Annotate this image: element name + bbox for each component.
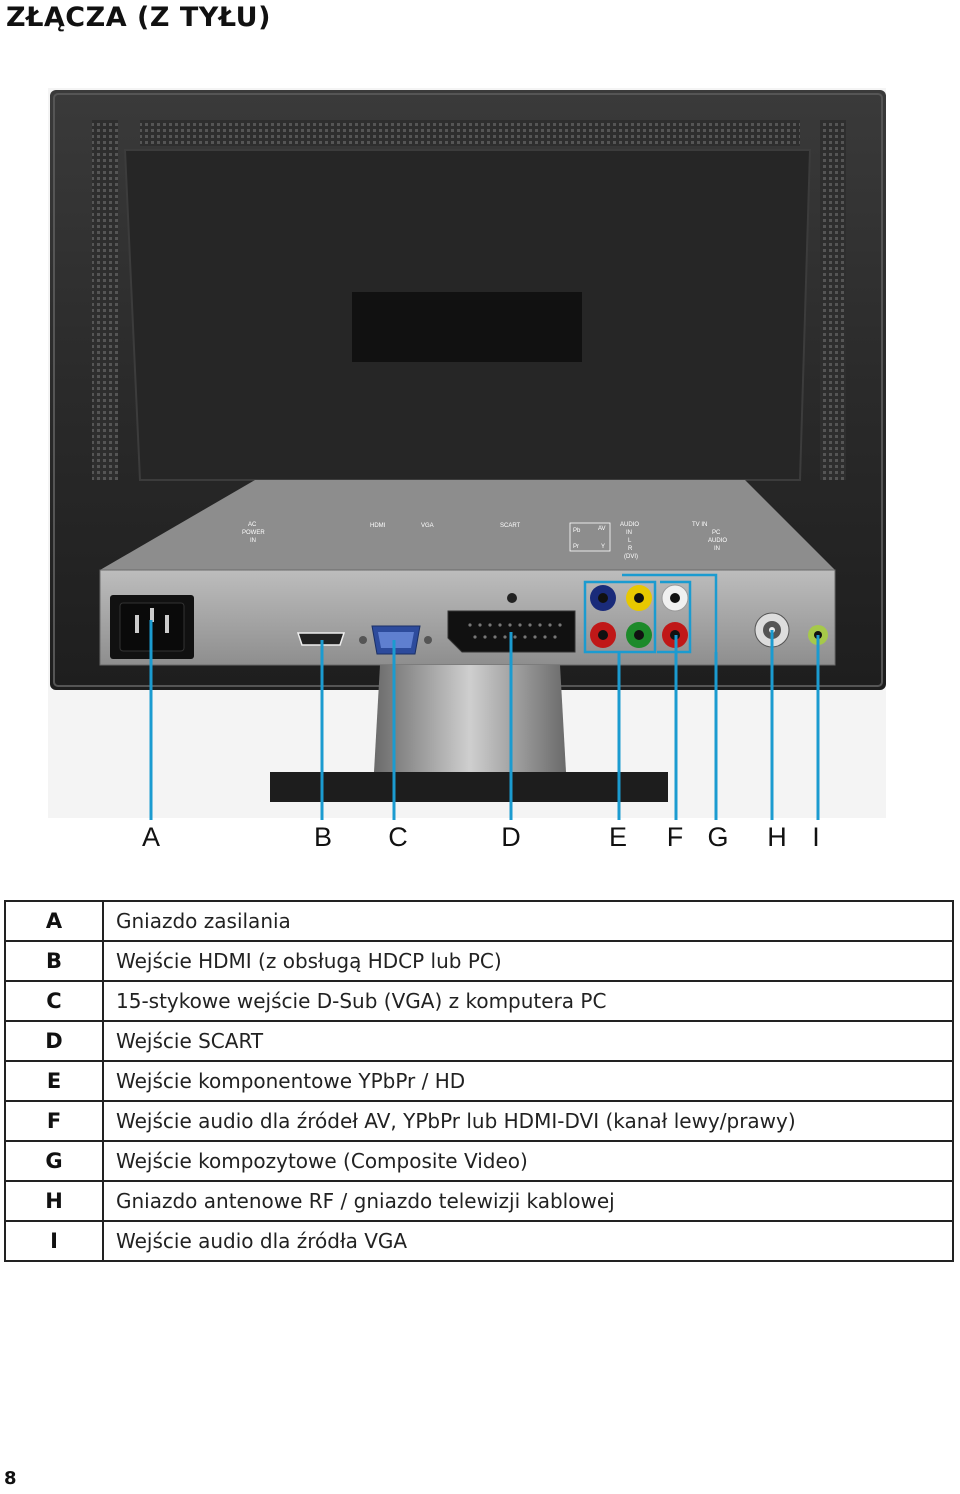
rca-jack-video: [626, 585, 652, 611]
legend-key: C: [5, 981, 103, 1021]
legend-row: E Wejście komponentowe YPbPr / HD: [5, 1061, 953, 1101]
legend-description: Wejście audio dla źródeł AV, YPbPr lub H…: [103, 1101, 953, 1141]
legend-key: F: [5, 1101, 103, 1141]
vent-grille-left: [92, 120, 118, 480]
svg-text:IN: IN: [250, 538, 256, 544]
pc-audio-label-2: AUDIO: [708, 538, 727, 544]
legend-description: Wejście audio dla źródła VGA: [103, 1221, 953, 1261]
callout-letter-d: D: [501, 822, 521, 853]
rca-jack-y: [626, 622, 652, 648]
audio-in-label-1: AUDIO: [620, 522, 639, 528]
legend-row: D Wejście SCART: [5, 1021, 953, 1061]
callout-letter-b: B: [314, 822, 332, 853]
callout-letter-h: H: [767, 822, 787, 853]
legend-row: G Wejście kompozytowe (Composite Video): [5, 1141, 953, 1181]
legend-key: B: [5, 941, 103, 981]
legend-row: B Wejście HDMI (z obsługą HDCP lub PC): [5, 941, 953, 981]
legend-description: Wejście SCART: [103, 1021, 953, 1061]
legend-row: F Wejście audio dla źródeł AV, YPbPr lub…: [5, 1101, 953, 1141]
rca-jack-audio-l: [662, 585, 688, 611]
audio-in-label-2: IN: [626, 530, 632, 536]
legend-key: E: [5, 1061, 103, 1101]
legend-row: H Gniazdo antenowe RF / gniazdo telewizj…: [5, 1181, 953, 1221]
legend-description: Wejście kompozytowe (Composite Video): [103, 1141, 953, 1181]
legend-key: H: [5, 1181, 103, 1221]
legend-description: Wejście HDMI (z obsługą HDCP lub PC): [103, 941, 953, 981]
tv-rear-illustration: AC POWER IN HDMI VGA SCART Pb Pr Y AV AU…: [0, 80, 960, 820]
svg-text:AC: AC: [248, 522, 257, 528]
legend-description: Gniazdo zasilania: [103, 901, 953, 941]
ac-label-1: AC: [248, 522, 257, 528]
legend-description: Gniazdo antenowe RF / gniazdo telewizji …: [103, 1181, 953, 1221]
legend-key: A: [5, 901, 103, 941]
hdmi-label: HDMI: [370, 523, 386, 529]
pr-label: Pr: [573, 544, 579, 550]
ac-label-3: IN: [250, 538, 256, 544]
pc-audio-label-3: IN: [714, 546, 720, 552]
pb-label: Pb: [573, 528, 581, 534]
audio-in-label-5: (DVI): [624, 554, 638, 560]
callout-letter-g: G: [707, 822, 728, 853]
callout-letter-f: F: [667, 822, 684, 853]
callout-letter-a: A: [142, 822, 160, 853]
rca-jack-pb: [590, 585, 616, 611]
page-number: 8: [4, 1468, 17, 1489]
connector-legend-table: A Gniazdo zasilania B Wejście HDMI (z ob…: [4, 900, 954, 1262]
page-title: ZŁĄCZA (Z TYŁU): [6, 2, 271, 33]
tv-in-label: TV IN: [692, 522, 707, 528]
callout-letter-i: I: [812, 822, 820, 853]
legend-row: A Gniazdo zasilania: [5, 901, 953, 941]
legend-key: D: [5, 1021, 103, 1061]
av-label: AV: [598, 526, 606, 532]
callout-letter-c: C: [388, 822, 408, 853]
stand-neck: [374, 665, 566, 772]
svg-text:POWER: POWER: [242, 530, 265, 536]
legend-description: 15-stykowe wejście D-Sub (VGA) z kompute…: [103, 981, 953, 1021]
ac-label-2: POWER: [242, 530, 265, 536]
label-plate: [352, 292, 582, 362]
legend-key: I: [5, 1221, 103, 1261]
audio-in-label-4: R: [628, 546, 633, 552]
stand-base: [270, 772, 668, 802]
legend-key: G: [5, 1141, 103, 1181]
vent-grille-right: [820, 120, 846, 480]
callout-letter-row: A B C D E F G H I: [0, 822, 960, 862]
vent-grille-top: [140, 120, 800, 146]
y-label: Y: [601, 544, 605, 550]
pc-audio-label-1: PC: [712, 530, 721, 536]
legend-description: Wejście komponentowe YPbPr / HD: [103, 1061, 953, 1101]
scart-label: SCART: [500, 523, 521, 529]
rca-jack-pr: [590, 622, 616, 648]
legend-row: C 15-stykowe wejście D-Sub (VGA) z kompu…: [5, 981, 953, 1021]
legend-row: I Wejście audio dla źródła VGA: [5, 1221, 953, 1261]
callout-letter-e: E: [609, 822, 627, 853]
vga-label: VGA: [421, 523, 434, 529]
